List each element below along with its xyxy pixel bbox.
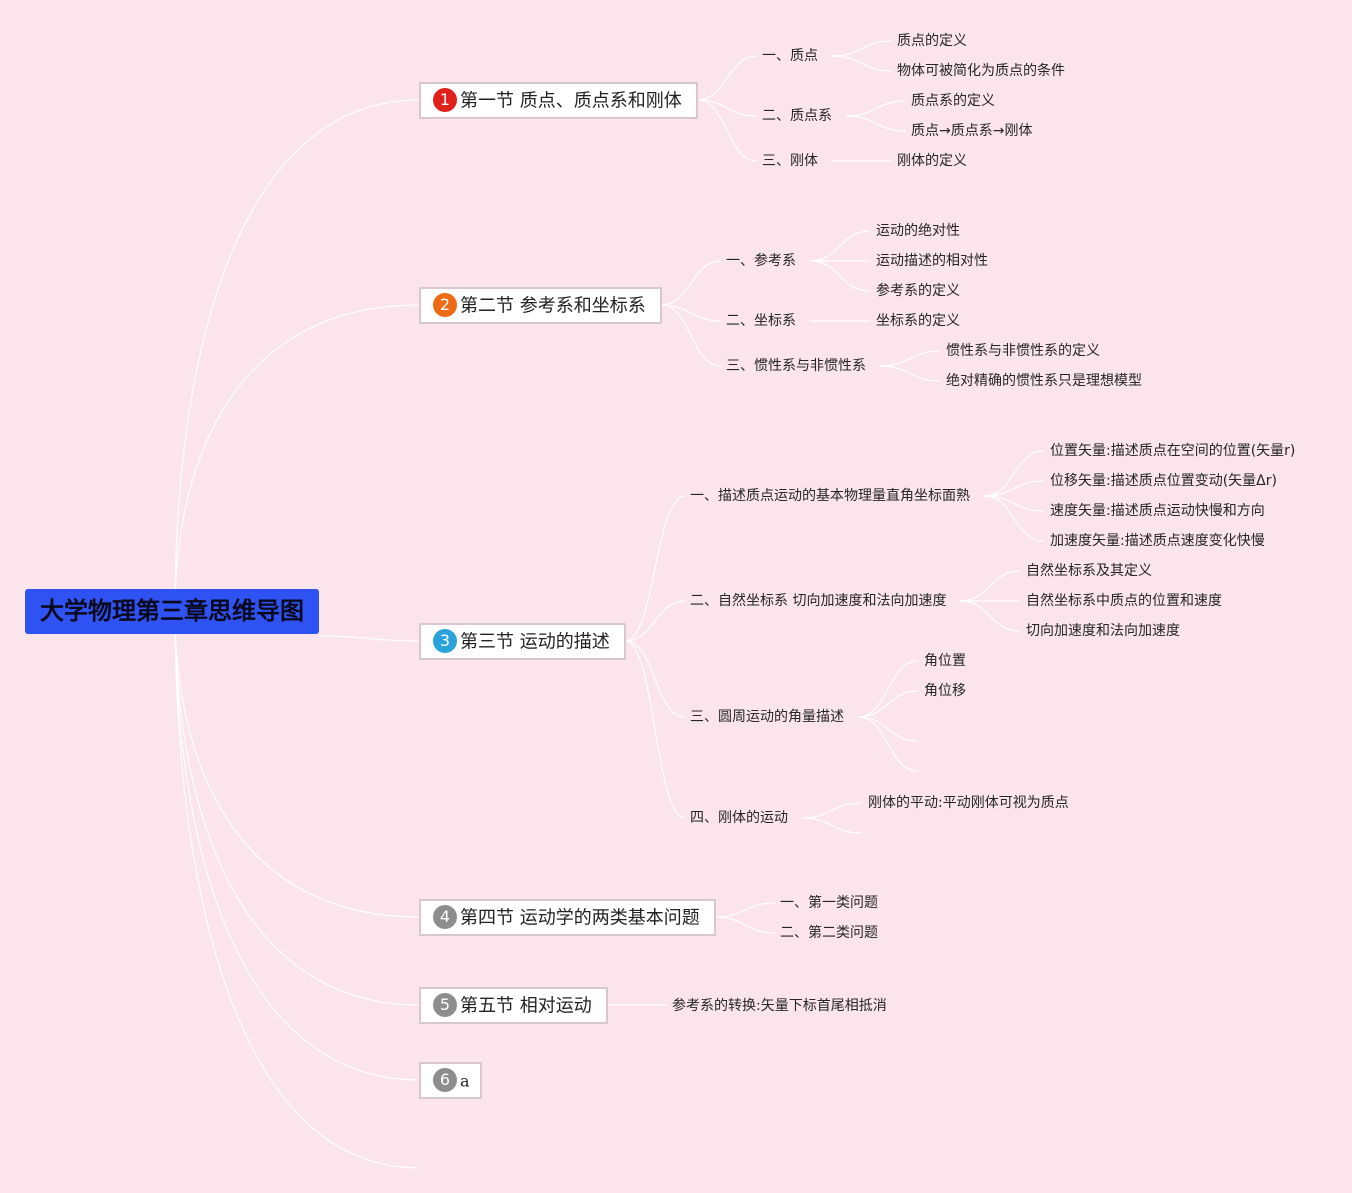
connector-line-37 <box>857 690 919 718</box>
s4-sub-1[interactable]: 一、第一类问题 <box>780 895 878 911</box>
connector-line-11 <box>831 40 893 57</box>
connector-line-1 <box>174 99 420 612</box>
number-3-badge: 3 <box>433 628 457 653</box>
s3-sub-2-leaf-2[interactable]: 自然坐标系中质点的位置和速度 <box>1026 593 1222 609</box>
s3-sub-3-leaf-1[interactable]: 角位置 <box>924 653 966 669</box>
connector-line-12 <box>831 55 893 72</box>
connector-line-21 <box>809 260 871 292</box>
connector-line-3 <box>318 635 420 642</box>
connector-line-35 <box>959 600 1021 632</box>
s3-sub-4[interactable]: 四、刚体的运动 <box>690 810 788 826</box>
connector-line-33 <box>959 570 1021 602</box>
connector-line-36 <box>857 660 919 718</box>
connector-line-40 <box>801 802 863 819</box>
section-5-label: 第五节 相对运动 <box>460 995 592 1017</box>
connector-line-19 <box>809 230 871 262</box>
s1-sub-1[interactable]: 一、质点 <box>762 48 818 64</box>
s3-sub-2-leaf-1[interactable]: 自然坐标系及其定义 <box>1026 563 1152 579</box>
s3-sub-1-leaf-2[interactable]: 位移矢量:描述质点位置变动(矢量Δr) <box>1050 473 1277 489</box>
connector-line-24 <box>879 365 941 382</box>
connector-line-26 <box>624 600 686 642</box>
number-1-badge: 1 <box>433 87 457 112</box>
section-1-label: 第一节 质点、质点系和刚体 <box>460 90 682 112</box>
connector-line-30 <box>983 480 1045 497</box>
s3-sub-1-leaf-4[interactable]: 加速度矢量:描述质点速度变化快慢 <box>1050 533 1265 549</box>
number-2-badge: 2 <box>433 292 457 317</box>
s2-sub-1-leaf-3[interactable]: 参考系的定义 <box>876 283 960 299</box>
s1-sub-1-leaf-2[interactable]: 物体可被简化为质点的条件 <box>897 63 1065 79</box>
connector-line-6 <box>174 610 420 1081</box>
s3-sub-3[interactable]: 三、圆周运动的角量描述 <box>690 709 844 725</box>
section-3-label: 第三节 运动的描述 <box>460 631 610 653</box>
connector-line-39 <box>857 716 919 772</box>
root-topic[interactable]: 大学物理第三章思维导图 <box>25 589 319 634</box>
section-2-label: 第二节 参考系和坐标系 <box>460 295 646 317</box>
number-5-badge: 5 <box>433 992 457 1017</box>
connector-line-23 <box>879 350 941 367</box>
s2-sub-3-leaf-2[interactable]: 绝对精确的惯性系只是理想模型 <box>946 373 1142 389</box>
s1-sub-2-leaf-1[interactable]: 质点系的定义 <box>911 93 995 109</box>
s3-sub-1[interactable]: 一、描述质点运动的基本物理量直角坐标面熟 <box>690 488 970 504</box>
connector-line-4 <box>174 610 420 918</box>
section-6-label: a <box>460 1071 470 1091</box>
connector-line-41 <box>801 817 863 834</box>
s3-sub-2-leaf-3[interactable]: 切向加速度和法向加速度 <box>1026 623 1180 639</box>
s2-sub-3-leaf-1[interactable]: 惯性系与非惯性系的定义 <box>946 343 1100 359</box>
connector-line-14 <box>845 115 907 132</box>
s1-sub-1-leaf-1[interactable]: 质点的定义 <box>897 33 967 49</box>
s1-sub-3-leaf-1[interactable]: 刚体的定义 <box>897 153 967 169</box>
connector-line-27 <box>624 640 686 718</box>
connector-line-18 <box>660 304 722 367</box>
s2-sub-1[interactable]: 一、参考系 <box>726 253 796 269</box>
number-6-badge: 6 <box>433 1067 457 1092</box>
s1-sub-2-leaf-2[interactable]: 质点→质点系→刚体 <box>911 123 1033 139</box>
s3-sub-4-leaf-1[interactable]: 刚体的平动:平动刚体可视为质点 <box>868 795 1069 811</box>
connector-line-31 <box>983 495 1045 512</box>
connector-line-9 <box>696 99 758 117</box>
connector-line-25 <box>624 495 686 642</box>
s4-sub-2[interactable]: 二、第二类问题 <box>780 925 878 941</box>
connector-line-13 <box>845 100 907 117</box>
connector-line-10 <box>696 99 758 162</box>
connector-line-17 <box>660 304 722 322</box>
s1-sub-3[interactable]: 三、刚体 <box>762 153 818 169</box>
s1-sub-2[interactable]: 二、质点系 <box>762 108 832 124</box>
connector-line-42 <box>714 902 776 918</box>
number-4-badge: 4 <box>433 904 457 929</box>
s3-sub-1-leaf-3[interactable]: 速度矢量:描述质点运动快慢和方向 <box>1050 503 1265 519</box>
connector-line-8 <box>696 55 758 101</box>
section-4-label: 第四节 运动学的两类基本问题 <box>460 907 700 929</box>
connector-line-43 <box>714 916 776 934</box>
s2-sub-3[interactable]: 三、惯性系与非惯性系 <box>726 358 866 374</box>
connector-line-7 <box>174 610 420 1169</box>
s3-sub-2[interactable]: 二、自然坐标系 切向加速度和法向加速度 <box>690 593 947 609</box>
connector-line-38 <box>857 716 919 742</box>
connector-line-32 <box>983 495 1045 542</box>
s2-sub-2-leaf-1[interactable]: 坐标系的定义 <box>876 313 960 329</box>
s5-sub-1[interactable]: 参考系的转换:矢量下标首尾相抵消 <box>672 998 887 1014</box>
connector-line-16 <box>660 260 722 306</box>
connector-line-5 <box>174 610 420 1006</box>
connector-line-2 <box>174 304 420 612</box>
connector-line-29 <box>983 450 1045 497</box>
connector-line-28 <box>624 640 686 819</box>
s2-sub-2[interactable]: 二、坐标系 <box>726 313 796 329</box>
s3-sub-1-leaf-1[interactable]: 位置矢量:描述质点在空间的位置(矢量r) <box>1050 443 1296 459</box>
s2-sub-1-leaf-2[interactable]: 运动描述的相对性 <box>876 253 988 269</box>
s3-sub-3-leaf-2[interactable]: 角位移 <box>924 683 966 699</box>
s2-sub-1-leaf-1[interactable]: 运动的绝对性 <box>876 223 960 239</box>
